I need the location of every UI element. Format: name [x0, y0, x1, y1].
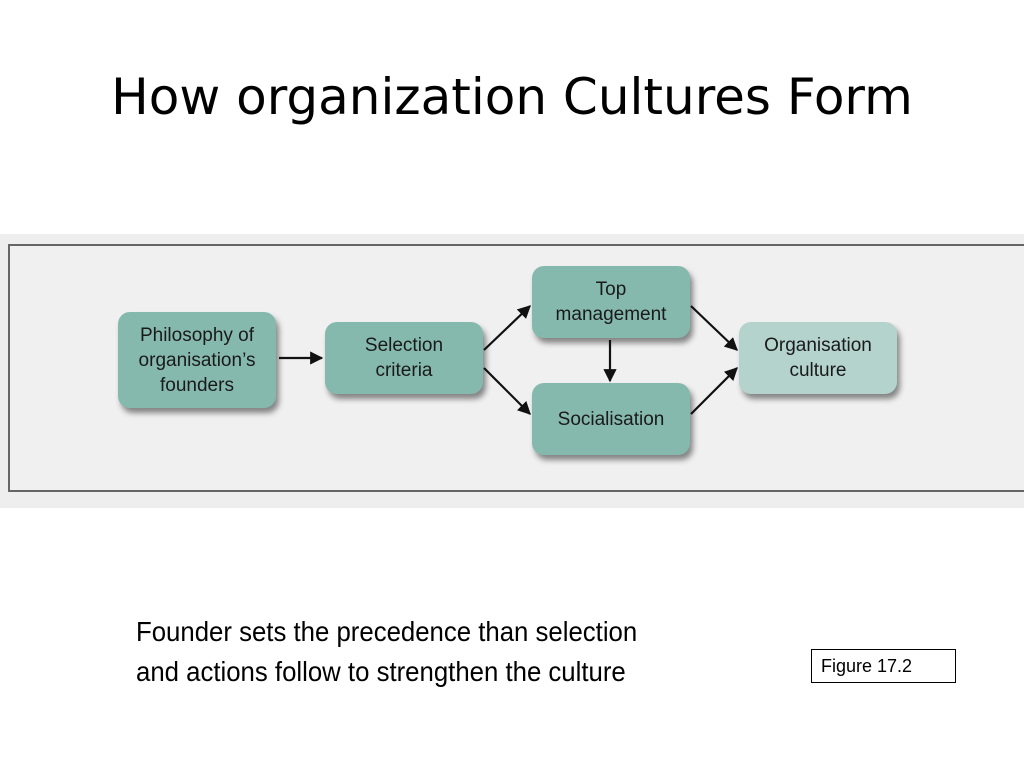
caption-line-2: and actions follow to strengthen the cul…: [136, 656, 626, 687]
node-philosophy-of-founders: Philosophy of organisation’s founders: [118, 312, 276, 408]
node-selection-criteria: Selection criteria: [325, 322, 483, 394]
caption-line-1: Founder sets the precedence than selecti…: [136, 616, 638, 647]
caption-text: Founder sets the precedence than selecti…: [136, 612, 670, 692]
node-top-management: Top management: [532, 266, 690, 338]
node-organisation-culture: Organisation culture: [739, 322, 897, 394]
slide-title: How organization Cultures Form: [111, 68, 913, 126]
node-socialisation: Socialisation: [532, 383, 690, 455]
figure-label: Figure 17.2: [811, 649, 956, 683]
